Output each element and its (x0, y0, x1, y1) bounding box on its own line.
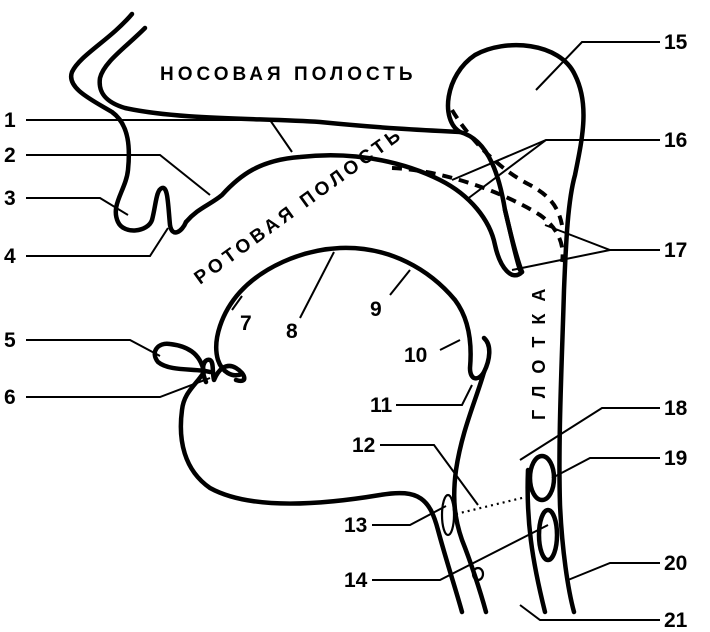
label-21: 21 (664, 609, 688, 632)
label-13: 13 (344, 514, 367, 537)
leader-20 (568, 563, 660, 580)
label-5: 5 (4, 329, 16, 352)
velum-raised-dashed (452, 110, 562, 225)
leader-6 (26, 378, 210, 397)
glottis-dotted-line (456, 496, 530, 514)
label-7: 7 (240, 312, 252, 335)
label-15: 15 (664, 31, 688, 54)
pharynx-front-wall (505, 210, 522, 272)
pharynx-label: ГЛОТКА (529, 277, 549, 420)
label-19: 19 (664, 447, 687, 470)
label-6: 6 (4, 386, 16, 409)
leader-11 (396, 385, 472, 405)
label-1: 1 (4, 109, 16, 132)
pharynx-label-text: ГЛОТКА (529, 277, 549, 420)
label-9: 9 (370, 298, 382, 321)
leader-21 (520, 605, 660, 620)
label-18: 18 (664, 397, 688, 420)
hyoid-element (442, 495, 454, 535)
leader-5 (26, 340, 160, 356)
tongue-outline (216, 248, 489, 379)
leader-17b (512, 250, 610, 270)
nasal-cavity-label: НОСОВАЯ ПОЛОСТЬ (160, 64, 417, 85)
label-8: 8 (286, 320, 298, 343)
leader-8 (300, 252, 334, 318)
leader-2 (26, 155, 210, 195)
leader-4 (26, 228, 168, 256)
velum-lowered-dashed (392, 168, 563, 262)
nose-outline (71, 14, 186, 232)
label-11: 11 (370, 394, 393, 417)
oral-cavity-label: РОТОВАЯ ПОЛОСТЬ (191, 123, 408, 289)
chin-outline (155, 344, 462, 612)
label-12: 12 (352, 434, 375, 457)
leader-9 (390, 270, 410, 295)
leader-19 (552, 458, 660, 478)
label-16: 16 (664, 129, 687, 152)
label-3: 3 (4, 187, 16, 210)
leader-1 (26, 120, 292, 152)
arytenoid-structure (530, 456, 554, 500)
leader-12 (380, 445, 478, 505)
label-10: 10 (404, 344, 427, 367)
leader-3 (26, 198, 128, 215)
epiglottis-outline (454, 372, 486, 612)
label-20: 20 (664, 552, 687, 575)
leader-10 (440, 340, 460, 350)
label-17: 17 (664, 239, 687, 262)
label-14: 14 (344, 569, 368, 592)
leader-15 (536, 42, 660, 90)
vocal-fold-lower (539, 510, 557, 560)
label-4: 4 (4, 245, 16, 268)
label-2: 2 (4, 144, 16, 167)
